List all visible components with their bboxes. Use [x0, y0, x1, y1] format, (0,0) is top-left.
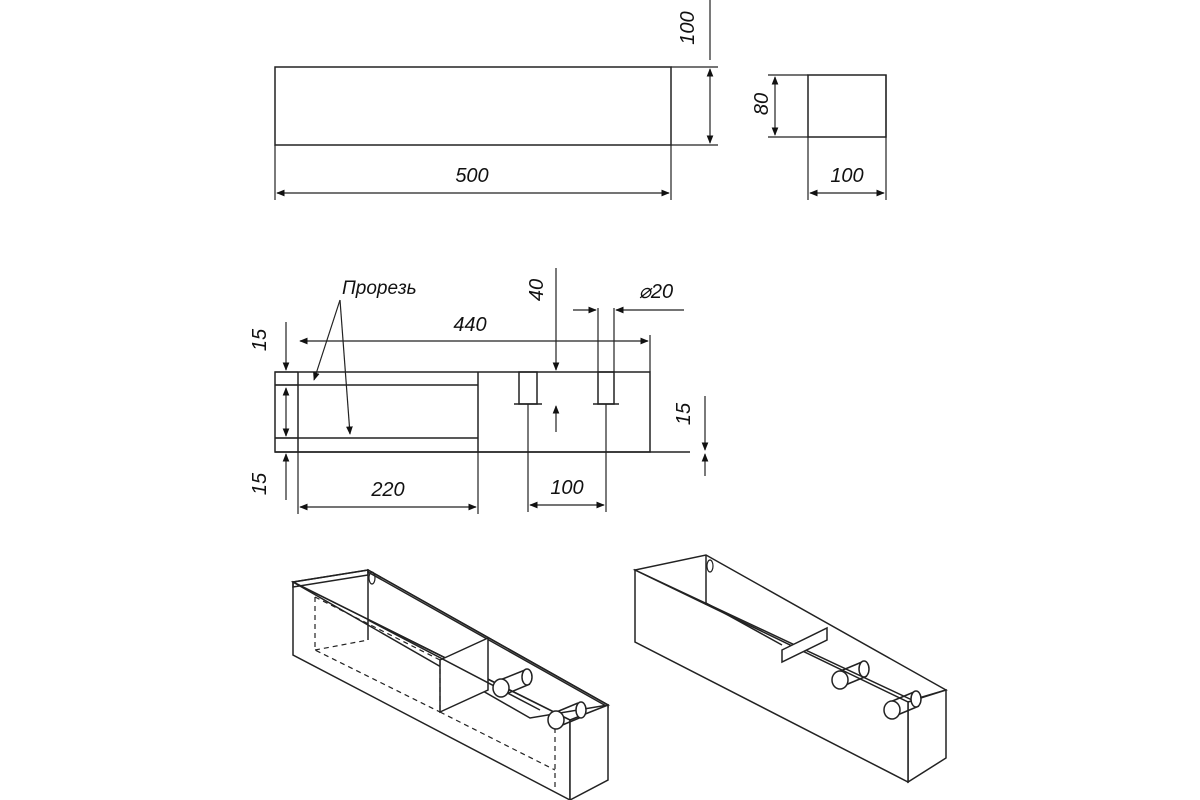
hidden-line — [314, 639, 369, 651]
inner-floor-line — [705, 602, 783, 646]
hidden-line — [314, 597, 441, 713]
dim-slot-top-label: 15 — [249, 328, 271, 351]
slot-leader — [313, 299, 341, 381]
isometric-view-closed — [632, 554, 948, 784]
front-view-outline — [274, 66, 672, 146]
dim-side-height-label: 80 — [751, 93, 773, 115]
slot-leader — [339, 299, 353, 435]
isometric-view-open — [290, 568, 611, 800]
hook-pin-1 — [492, 668, 533, 698]
front-panel — [634, 568, 909, 784]
dim-length-label: 500 — [455, 165, 488, 187]
dim-side-width-label: 100 — [830, 165, 863, 187]
mounting-hole — [368, 571, 376, 585]
hidden-line — [439, 711, 556, 771]
hook-pin-2 — [883, 690, 922, 720]
dim-inner-length-label: 440 — [453, 314, 486, 336]
dim-hook-spacing-label: 100 — [550, 477, 583, 499]
dim-right-gap-label: 15 — [673, 402, 695, 425]
hook-pin-1 — [831, 660, 870, 690]
slot-callout-label: Прорезь — [342, 278, 417, 299]
mounting-hole — [706, 559, 714, 573]
dim-height-label: 100 — [677, 11, 699, 44]
hook-2 — [593, 308, 619, 512]
dim-slot-bottom-label: 15 — [249, 472, 271, 495]
right-end-wall — [569, 703, 609, 800]
hook-1 — [514, 371, 542, 512]
inner-floor-line — [367, 619, 541, 711]
divider-panel — [439, 636, 489, 714]
section-outline — [274, 371, 651, 453]
dim-hook-height-label: 40 — [526, 279, 548, 301]
side-view-outline — [807, 74, 887, 138]
dim-compartment-label: 220 — [370, 479, 404, 501]
hook-pin-2 — [547, 701, 587, 730]
divider-panel — [781, 626, 828, 664]
front-view: 500 100 — [274, 0, 718, 200]
front-panel-top — [292, 581, 571, 721]
dim-diameter-label: ⌀20 — [639, 281, 673, 303]
side-view: 80 100 — [751, 74, 887, 200]
section-view: ⌀20 40 440 Прорезь 15 15 15 220 100 — [249, 268, 709, 514]
